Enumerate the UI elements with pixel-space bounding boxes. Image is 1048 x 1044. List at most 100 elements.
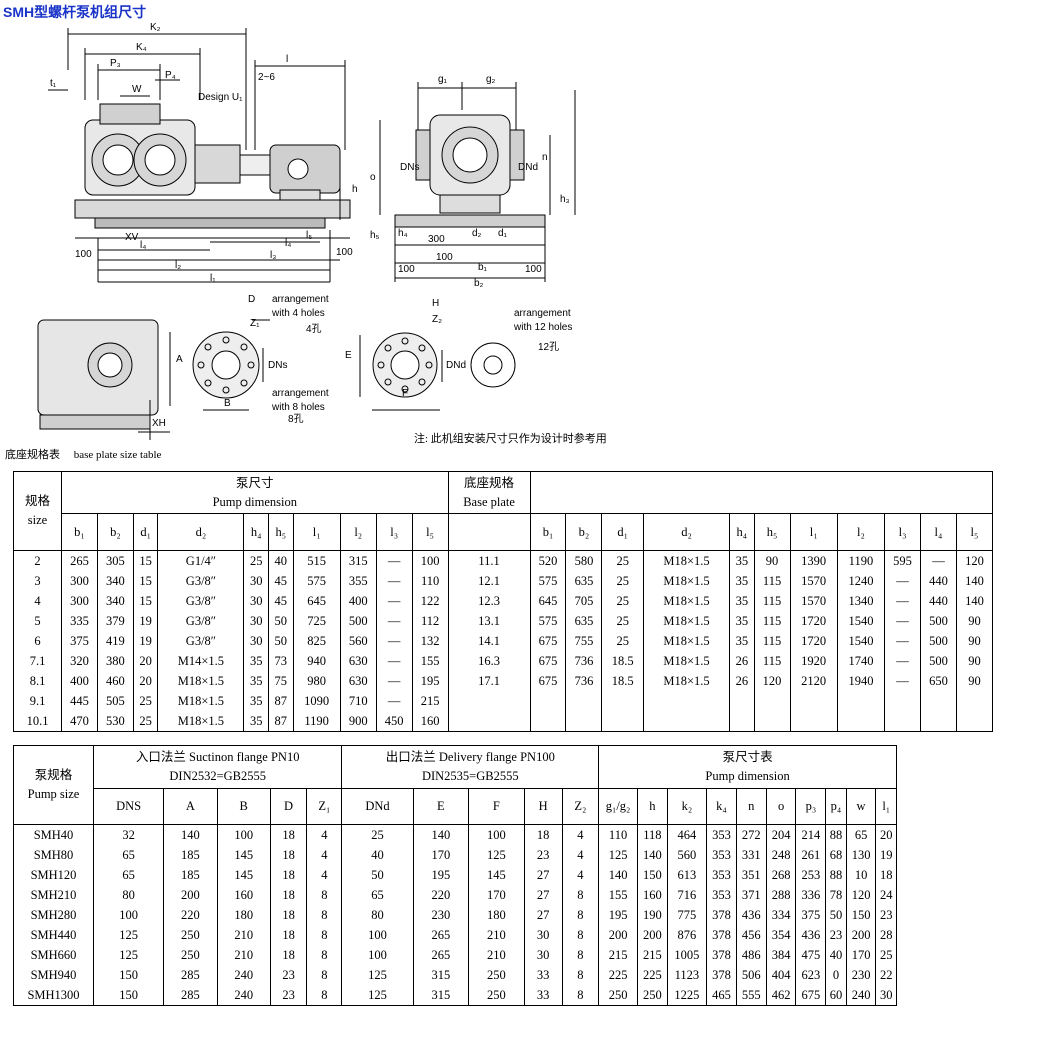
pump-col-header: b₁: [61, 513, 98, 551]
table-cell: 80: [341, 905, 414, 925]
table-cell: 265: [412, 945, 470, 965]
table-cell: 1540: [836, 611, 886, 631]
table-cell: 140: [412, 824, 470, 845]
table-cell: 645: [529, 591, 567, 611]
table-cell: 675: [529, 651, 567, 671]
table-cell: G3/8″: [157, 611, 245, 631]
table-cell: 18: [269, 905, 308, 925]
table-cell: 1740: [836, 651, 886, 671]
table-cell: [884, 711, 921, 732]
dim-label-100-a: 100: [75, 249, 92, 260]
table-cell: 505: [96, 691, 134, 711]
dim-label-l4-b: l₄: [285, 238, 291, 249]
dim-label-xv: XV: [125, 232, 139, 243]
table-cell: 305: [96, 550, 134, 571]
dim-label-h4: h₄: [398, 228, 408, 239]
table-cell: 575: [529, 571, 567, 591]
table-cell: 353: [706, 845, 737, 865]
table-cell: [447, 711, 531, 732]
table-cell: 35: [243, 671, 269, 691]
table-cell: 400: [61, 671, 98, 691]
table-cell: 190: [636, 905, 668, 925]
table-cell: 4: [561, 845, 600, 865]
table-cell: 18: [269, 945, 308, 965]
dim-label-H: H: [432, 298, 439, 309]
table-cell: 30: [523, 945, 563, 965]
dim-label-l4-a: l₄: [140, 240, 146, 251]
table-cell: 122: [411, 591, 449, 611]
table-cell: 250: [163, 925, 218, 945]
table-cell: 155: [598, 885, 638, 905]
table-cell: 90: [955, 651, 994, 671]
table-cell: 125: [341, 985, 414, 1006]
table-cell: 18.5: [601, 651, 645, 671]
table-cell: SMH440: [13, 925, 94, 945]
dim-label-o: o: [370, 172, 376, 183]
table-cell: SMH210: [13, 885, 94, 905]
table-cell: 132: [411, 631, 449, 651]
col-header: Z₁: [306, 788, 343, 825]
table-cell: 23: [825, 925, 847, 945]
table-cell: 18: [269, 824, 308, 845]
table-cell: 125: [468, 845, 525, 865]
table-cell: 45: [267, 591, 294, 611]
dim-label-dns: DNs: [400, 162, 419, 173]
table-cell: 25: [875, 945, 897, 965]
base-col-header: b₁: [529, 513, 567, 551]
table-cell: 9.1: [13, 691, 62, 711]
col-header: Z₂: [561, 788, 600, 825]
table-cell: [601, 691, 645, 711]
table-cell: 35: [243, 711, 269, 732]
table-cell: 200: [845, 925, 877, 945]
table-cell: 87: [267, 691, 294, 711]
table-cell: —: [375, 550, 413, 571]
table-cell: 285: [163, 965, 218, 985]
table-cell: 378: [706, 925, 737, 945]
table-cell: 253: [795, 865, 827, 885]
pump-col-header: b₂: [96, 513, 134, 551]
table-cell: 195: [412, 865, 470, 885]
table-cell: 145: [216, 865, 271, 885]
table-cell: 125: [92, 945, 165, 965]
table-cell: 150: [92, 965, 165, 985]
col-header: E: [412, 788, 470, 825]
col-header: B: [216, 788, 271, 825]
table-cell: 130: [845, 845, 877, 865]
table-cell: —: [375, 671, 413, 691]
table-cell: 100: [468, 824, 525, 845]
table-cell: 595: [884, 550, 921, 571]
table-cell: 315: [339, 550, 377, 571]
dim-label-l: l: [286, 54, 288, 65]
installation-note: 注: 此机组安装尺寸只作为设计时参考用: [414, 433, 607, 445]
table-cell: 75: [267, 671, 294, 691]
dim-label-g2: g₂: [486, 74, 496, 85]
table-cell: 635: [565, 611, 603, 631]
table-cell: 261: [795, 845, 827, 865]
col-header: F: [468, 788, 525, 825]
table-cell: 575: [292, 571, 341, 591]
table-cell: 73: [267, 651, 294, 671]
table-cell: 8: [561, 885, 600, 905]
dim-label-p4: P₄: [165, 70, 176, 81]
table-cell: 78: [825, 885, 847, 905]
arr12-line2: with 12 holes: [513, 322, 572, 333]
table-cell: 331: [735, 845, 767, 865]
dim-label-d1: d₁: [498, 228, 508, 239]
table-cell: 12.1: [447, 571, 531, 591]
table-cell: 285: [163, 985, 218, 1006]
pump-col-header: h₄: [243, 513, 269, 551]
table-cell: 486: [735, 945, 767, 965]
table-cell: 150: [845, 905, 877, 925]
table-cell: 160: [411, 711, 449, 732]
table-cell: 300: [61, 571, 98, 591]
table-cell: 45: [267, 571, 294, 591]
table-cell: 500: [339, 611, 377, 631]
table-cell: 230: [412, 905, 470, 925]
table-cell: 462: [765, 985, 797, 1006]
